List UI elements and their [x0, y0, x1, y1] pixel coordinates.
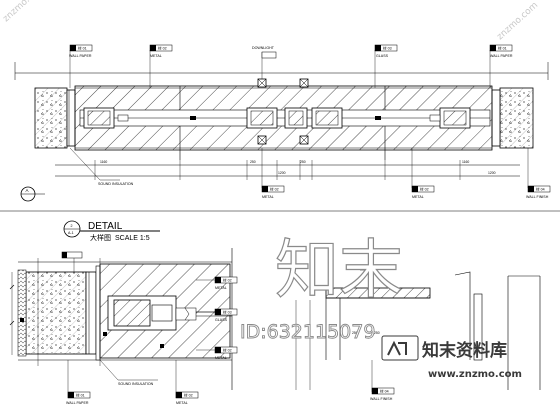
svg-text:250: 250 [374, 331, 380, 335]
detail-drawing: 材 02 METAL 材 03 GLASS 材 02 METAL SOUND I… [9, 248, 238, 405]
detail-tag-metal-mid: 材 02 METAL [196, 346, 238, 360]
detail-insulation [17, 269, 27, 357]
elevation-detail: 250 250 材 04 WALL FINISH [295, 269, 541, 401]
svg-text:材 01: 材 01 [76, 393, 85, 398]
detail-title-block: 2 A-1 DETAIL 大样图 SCALE 1:5 [63, 220, 160, 242]
tag-sound-insulation: SOUND INSULATION [69, 147, 134, 186]
corner-watermark-right: znzmo.com [495, 0, 540, 42]
svg-text:材 02: 材 02 [223, 278, 232, 283]
svg-text:材 01: 材 01 [78, 46, 87, 51]
svg-text:METAL: METAL [215, 286, 227, 290]
detail-ref-top: 2 [71, 224, 73, 228]
svg-text:METAL: METAL [262, 195, 274, 199]
detail-tag-sound-insulation: SOUND INSULATION [99, 359, 158, 386]
elevation-tag-wall-finish: 材 04 WALL FINISH [370, 360, 395, 401]
watermark-id: ID:632115079 [240, 321, 375, 343]
detail-title: DETAIL [88, 221, 123, 232]
svg-text:WALL PAPER: WALL PAPER [490, 54, 513, 58]
svg-text:材 02: 材 02 [158, 46, 167, 51]
svg-text:WALL FINISH: WALL FINISH [526, 195, 549, 199]
tag-downlight: DOWNLIGHT [252, 46, 277, 79]
tag-wall-paper-top: 材 01 WALL PAPER [69, 44, 93, 88]
svg-text:GLASS: GLASS [215, 318, 228, 322]
svg-text:SOUND INSULATION: SOUND INSULATION [118, 382, 154, 386]
svg-text:材 04: 材 04 [380, 389, 389, 394]
detail-tag-metal-bottom: 材 02 METAL [175, 360, 199, 405]
svg-text:WALL FINISH: WALL FINISH [370, 397, 393, 401]
detail-tag-wall-paper: 材 01 WALL PAPER [66, 360, 91, 405]
dim-left-center: 250 [250, 160, 256, 164]
dim-center: 1200 [278, 171, 286, 175]
detail-tag-1 [61, 251, 83, 272]
svg-text:材 02: 材 02 [223, 348, 232, 353]
tag-metal-bottom-2: 材 02 METAL [411, 148, 435, 199]
svg-text:SOUND INSULATION: SOUND INSULATION [98, 182, 134, 186]
detail-scale-prefix: 大样图 [90, 233, 111, 242]
watermark-brand-name: 知末资料库 [421, 340, 507, 361]
svg-text:METAL: METAL [176, 401, 188, 405]
detail-tag-metal-top: 材 02 METAL [196, 276, 238, 290]
plan-section: 1160 250 1200 250 1160 1200 A 材 01 WALL … [14, 44, 551, 202]
svg-text:METAL: METAL [150, 54, 162, 58]
detail-frame [113, 299, 151, 327]
svg-text:METAL: METAL [412, 195, 424, 199]
svg-text:材 02: 材 02 [184, 393, 193, 398]
dim-left: 1160 [100, 160, 107, 164]
svg-text:材 02: 材 02 [270, 187, 279, 192]
tag-metal-top: 材 02 METAL [149, 44, 173, 88]
callout-a-label: A [26, 188, 29, 193]
svg-text:材 03: 材 03 [383, 46, 392, 51]
svg-text:材 02: 材 02 [420, 187, 429, 192]
svg-text:WALL PAPER: WALL PAPER [66, 401, 89, 405]
svg-text:METAL: METAL [215, 356, 227, 360]
tag-metal-bottom-1: 材 02 METAL [261, 148, 285, 199]
detail-scale: SCALE 1:5 [115, 235, 150, 242]
svg-text:GLASS: GLASS [376, 54, 389, 58]
detail-tag-glass: 材 03 GLASS [196, 308, 238, 322]
svg-text:250: 250 [352, 331, 358, 335]
svg-text:材 01: 材 01 [498, 46, 507, 51]
corner-watermark-left: znzmo.com [1, 0, 46, 24]
watermark-logo: 知末资料库 www.znzmo.com [381, 335, 522, 380]
dim-right: 1160 [462, 160, 469, 164]
tag-wall-paper-top-right: 材 01 WALL PAPER [489, 44, 513, 88]
dim-far-right: 1200 [488, 171, 496, 175]
tag-wall-finish-bottom: 材 04 WALL FINISH [526, 148, 551, 199]
svg-text:材 04: 材 04 [536, 187, 545, 192]
watermark-url: www.znzmo.com [428, 369, 522, 380]
tag-glass-top: 材 03 GLASS [374, 44, 398, 88]
detail-ref-bottom: A-1 [68, 231, 74, 235]
svg-text:DOWNLIGHT: DOWNLIGHT [252, 46, 275, 50]
watermark-zhimo: 知末 [275, 234, 403, 308]
dim-right-center: 250 [300, 160, 306, 164]
svg-text:WALL PAPER: WALL PAPER [69, 54, 92, 58]
svg-text:材 03: 材 03 [223, 310, 232, 315]
